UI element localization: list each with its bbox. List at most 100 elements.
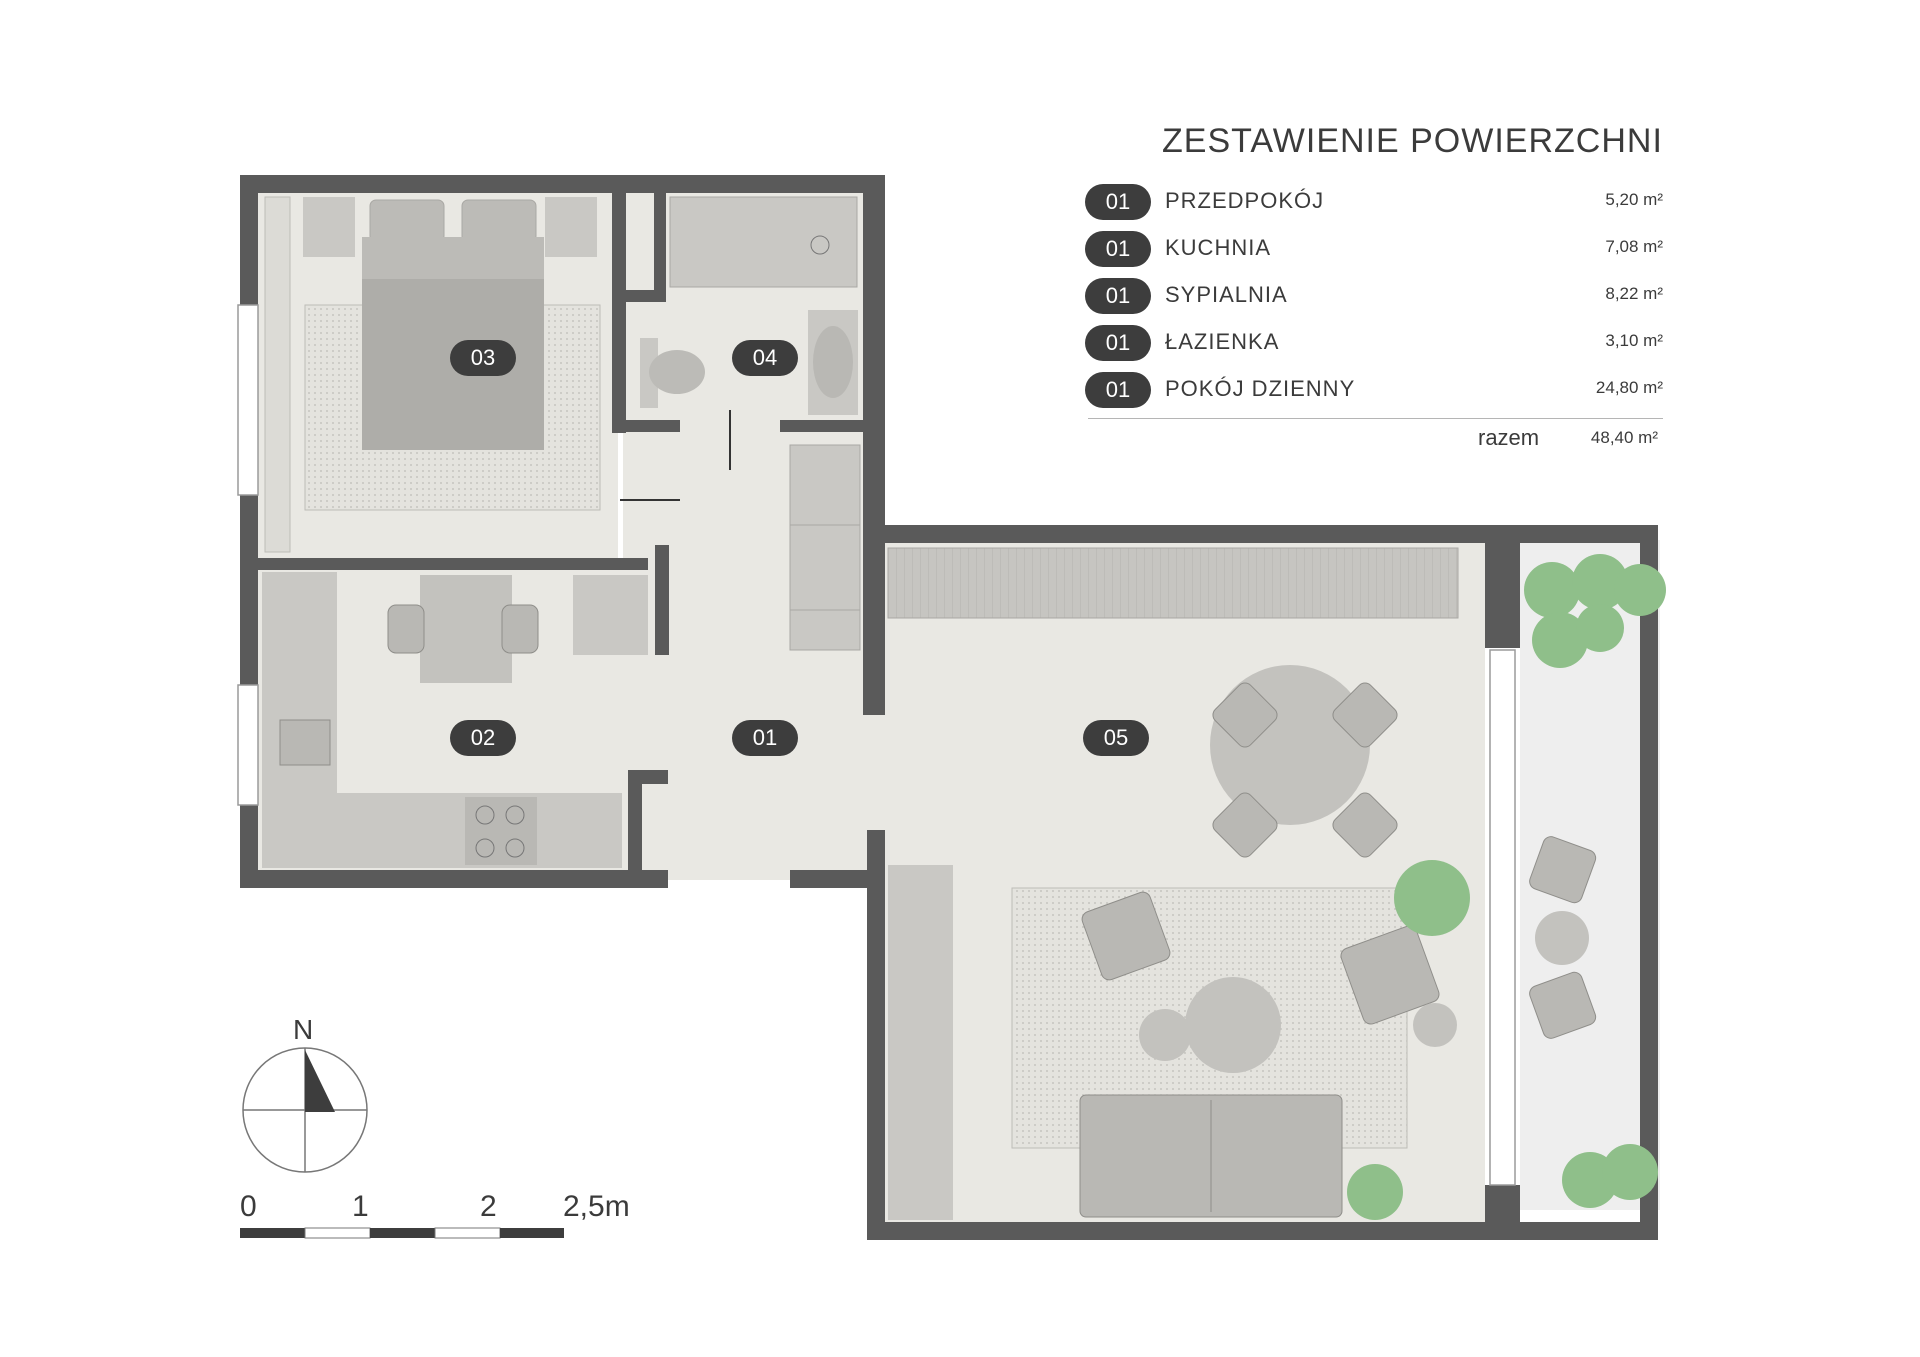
coffee-table-small [1139, 1009, 1191, 1061]
shower-head-icon [810, 235, 830, 255]
wall-bath-right [780, 420, 863, 432]
pillow-left [369, 199, 445, 243]
chair-kitchen-left [387, 604, 425, 654]
legend-total-value: 48,40 m² [1590, 428, 1658, 447]
window-kitchen [237, 684, 259, 806]
compass [242, 1047, 368, 1173]
sideboard [887, 547, 1459, 619]
legend-room-name: KUCHNIA [1165, 235, 1272, 260]
wall-terrace-pillar-top [1485, 543, 1520, 648]
north-arrow-icon [305, 1050, 335, 1112]
bed-head [362, 237, 544, 279]
room-tag-kitchen[interactable]: 02 [450, 720, 516, 756]
legend-badge: 01 [1085, 325, 1151, 361]
chair-kitchen-right [501, 604, 539, 654]
windows [237, 304, 1516, 1186]
legend-row: 01 SYPIALNIA 8,22 m² [1085, 276, 1663, 316]
dining-chair-1 [1212, 682, 1278, 748]
tv-unit [888, 865, 953, 1220]
bathroom-fixtures [620, 196, 858, 501]
plant-icon [1614, 564, 1666, 616]
counter-bottom [262, 793, 622, 868]
hob [465, 797, 537, 865]
armchair-right [1340, 925, 1440, 1025]
fridge [573, 575, 648, 655]
window-bedroom [237, 304, 259, 496]
sink-bath [813, 326, 853, 398]
toilet-tank [640, 338, 658, 408]
walls[interactable] [240, 175, 1658, 1240]
wall-bed-kitchen [258, 558, 648, 570]
legend-badge: 01 [1085, 372, 1151, 408]
plant-icon [1576, 604, 1624, 652]
coffee-table-big [1185, 977, 1281, 1073]
wall-shower-v [654, 193, 666, 302]
wall-hall-bottom [790, 870, 885, 888]
legend-room-area: 8,22 m² [1605, 284, 1663, 303]
legend-row: 01 POKÓJ DZIENNY 24,80 m² [1085, 370, 1663, 410]
scale-label: 0 [240, 1190, 257, 1223]
legend-badge: 01 [1085, 184, 1151, 220]
legend-total-label: razem [1478, 425, 1540, 450]
dining-chair-4 [1332, 792, 1398, 858]
legend-badge: 01 [1085, 278, 1151, 314]
wall-kitchen-hall-lower-v [628, 770, 642, 870]
nightstand-left [303, 197, 355, 257]
legend-room-area: 24,80 m² [1595, 378, 1663, 397]
wall-kitchen-hall-upper [655, 545, 669, 655]
plant-icon [1572, 554, 1628, 610]
terrace-table [1535, 911, 1589, 965]
legend-room-name: PRZEDPOKÓJ [1165, 188, 1325, 213]
toilet-bowl [649, 350, 705, 394]
terrace-furniture [1524, 554, 1666, 1208]
compass-north-label: N [293, 1014, 314, 1045]
legend-row: 01 ŁAZIENKA 3,10 m² [1085, 323, 1663, 363]
wall-bed-bath [612, 193, 626, 433]
room-tag-bathroom[interactable]: 04 [732, 340, 798, 376]
legend-divider [1088, 418, 1663, 419]
plant-icon [1394, 860, 1470, 936]
plant-icon [1532, 612, 1588, 668]
bedroom-furniture [264, 196, 601, 553]
armchair-left [1081, 891, 1171, 981]
wardrobe-hall [789, 444, 861, 651]
legend-room-name: POKÓJ DZIENNY [1165, 376, 1356, 401]
legend-room-name: SYPIALNIA [1165, 282, 1288, 307]
legend-room-name: ŁAZIENKA [1165, 329, 1280, 354]
legend-badge: 01 [1085, 231, 1151, 267]
legend-room-area: 7,08 m² [1605, 237, 1663, 256]
side-table [1413, 1003, 1457, 1047]
terrace-edge [1640, 540, 1658, 1210]
legend-room-area: 3,10 m² [1605, 331, 1663, 350]
kitchen-table [420, 575, 512, 683]
scale-label: 2 [480, 1190, 497, 1223]
plant-icon [1602, 1144, 1658, 1200]
wall-terrace-pillar-bottom [1485, 1185, 1520, 1222]
terrace-chair-bottom [1529, 971, 1597, 1039]
window-terrace [1489, 649, 1516, 1186]
scale-label: 1 [352, 1190, 369, 1223]
room-tag-bedroom[interactable]: 03 [450, 340, 516, 376]
kitchen-furniture [262, 572, 648, 868]
wall-bath-hall [612, 420, 680, 432]
terrace-chair-top [1529, 836, 1597, 904]
dining-chair-2 [1332, 682, 1398, 748]
room-tag-hall[interactable]: 01 [732, 720, 798, 756]
legend-title: ZESTAWIENIE POWIERZCHNI [1162, 122, 1663, 160]
sink-kitchen [279, 719, 331, 766]
shower-tray [669, 196, 858, 288]
hall-furniture [789, 444, 861, 651]
scale-bar [240, 1227, 564, 1239]
nightstand-right [545, 197, 597, 257]
plant-icon [1524, 562, 1580, 618]
room-tag-living[interactable]: 05 [1083, 720, 1149, 756]
plant-icon [1347, 1164, 1403, 1220]
legend-room-area: 5,20 m² [1605, 190, 1663, 209]
pillow-right [461, 199, 537, 243]
legend-row: 01 KUCHNIA 7,08 m² [1085, 229, 1663, 269]
wardrobe-bedroom [264, 196, 291, 553]
scale-label: 2,5m [563, 1190, 630, 1223]
living-furniture [887, 547, 1470, 1220]
dining-chair-3 [1212, 792, 1278, 858]
